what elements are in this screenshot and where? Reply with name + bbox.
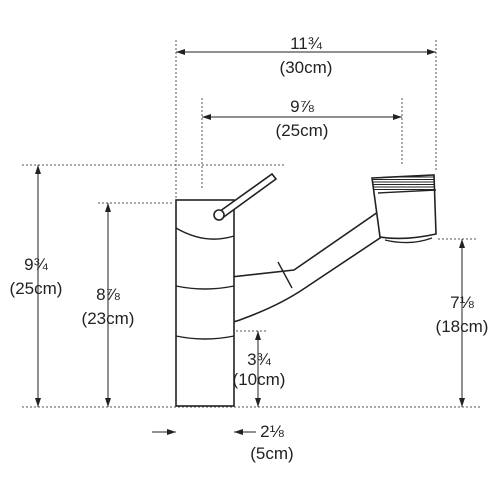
faucet-illustration	[175, 172, 437, 407]
overall-width-metric: (30cm)	[280, 58, 333, 77]
lever-handle	[214, 172, 278, 221]
faucet-body	[175, 199, 235, 407]
body-height-metric: (23cm)	[82, 309, 135, 328]
body-height-value: 8⅞	[96, 285, 120, 304]
base-diameter-value: 2⅛	[260, 422, 284, 441]
overall-height-metric: (25cm)	[10, 279, 63, 298]
spout-height-metric: (18cm)	[436, 317, 489, 336]
joint-height-metric: (10cm)	[233, 370, 286, 389]
base-diameter-metric: (5cm)	[250, 444, 293, 463]
overall-height-value: 9¾	[24, 255, 48, 274]
overall-width-value: 11¾	[290, 34, 323, 53]
spout-height-value: 7⅛	[450, 293, 474, 312]
dimension-lines	[35, 49, 465, 435]
dimension-labels: 11¾ (30cm) 9⅞ (25cm) 9¾ (25cm) 8⅞ (23cm)…	[10, 34, 489, 463]
extension-lines	[22, 40, 480, 408]
spout-reach-metric: (25cm)	[276, 121, 329, 140]
spray-head	[371, 174, 437, 244]
joint-height-value: 3¾	[247, 350, 271, 369]
spout-reach-value: 9⅞	[290, 97, 314, 116]
